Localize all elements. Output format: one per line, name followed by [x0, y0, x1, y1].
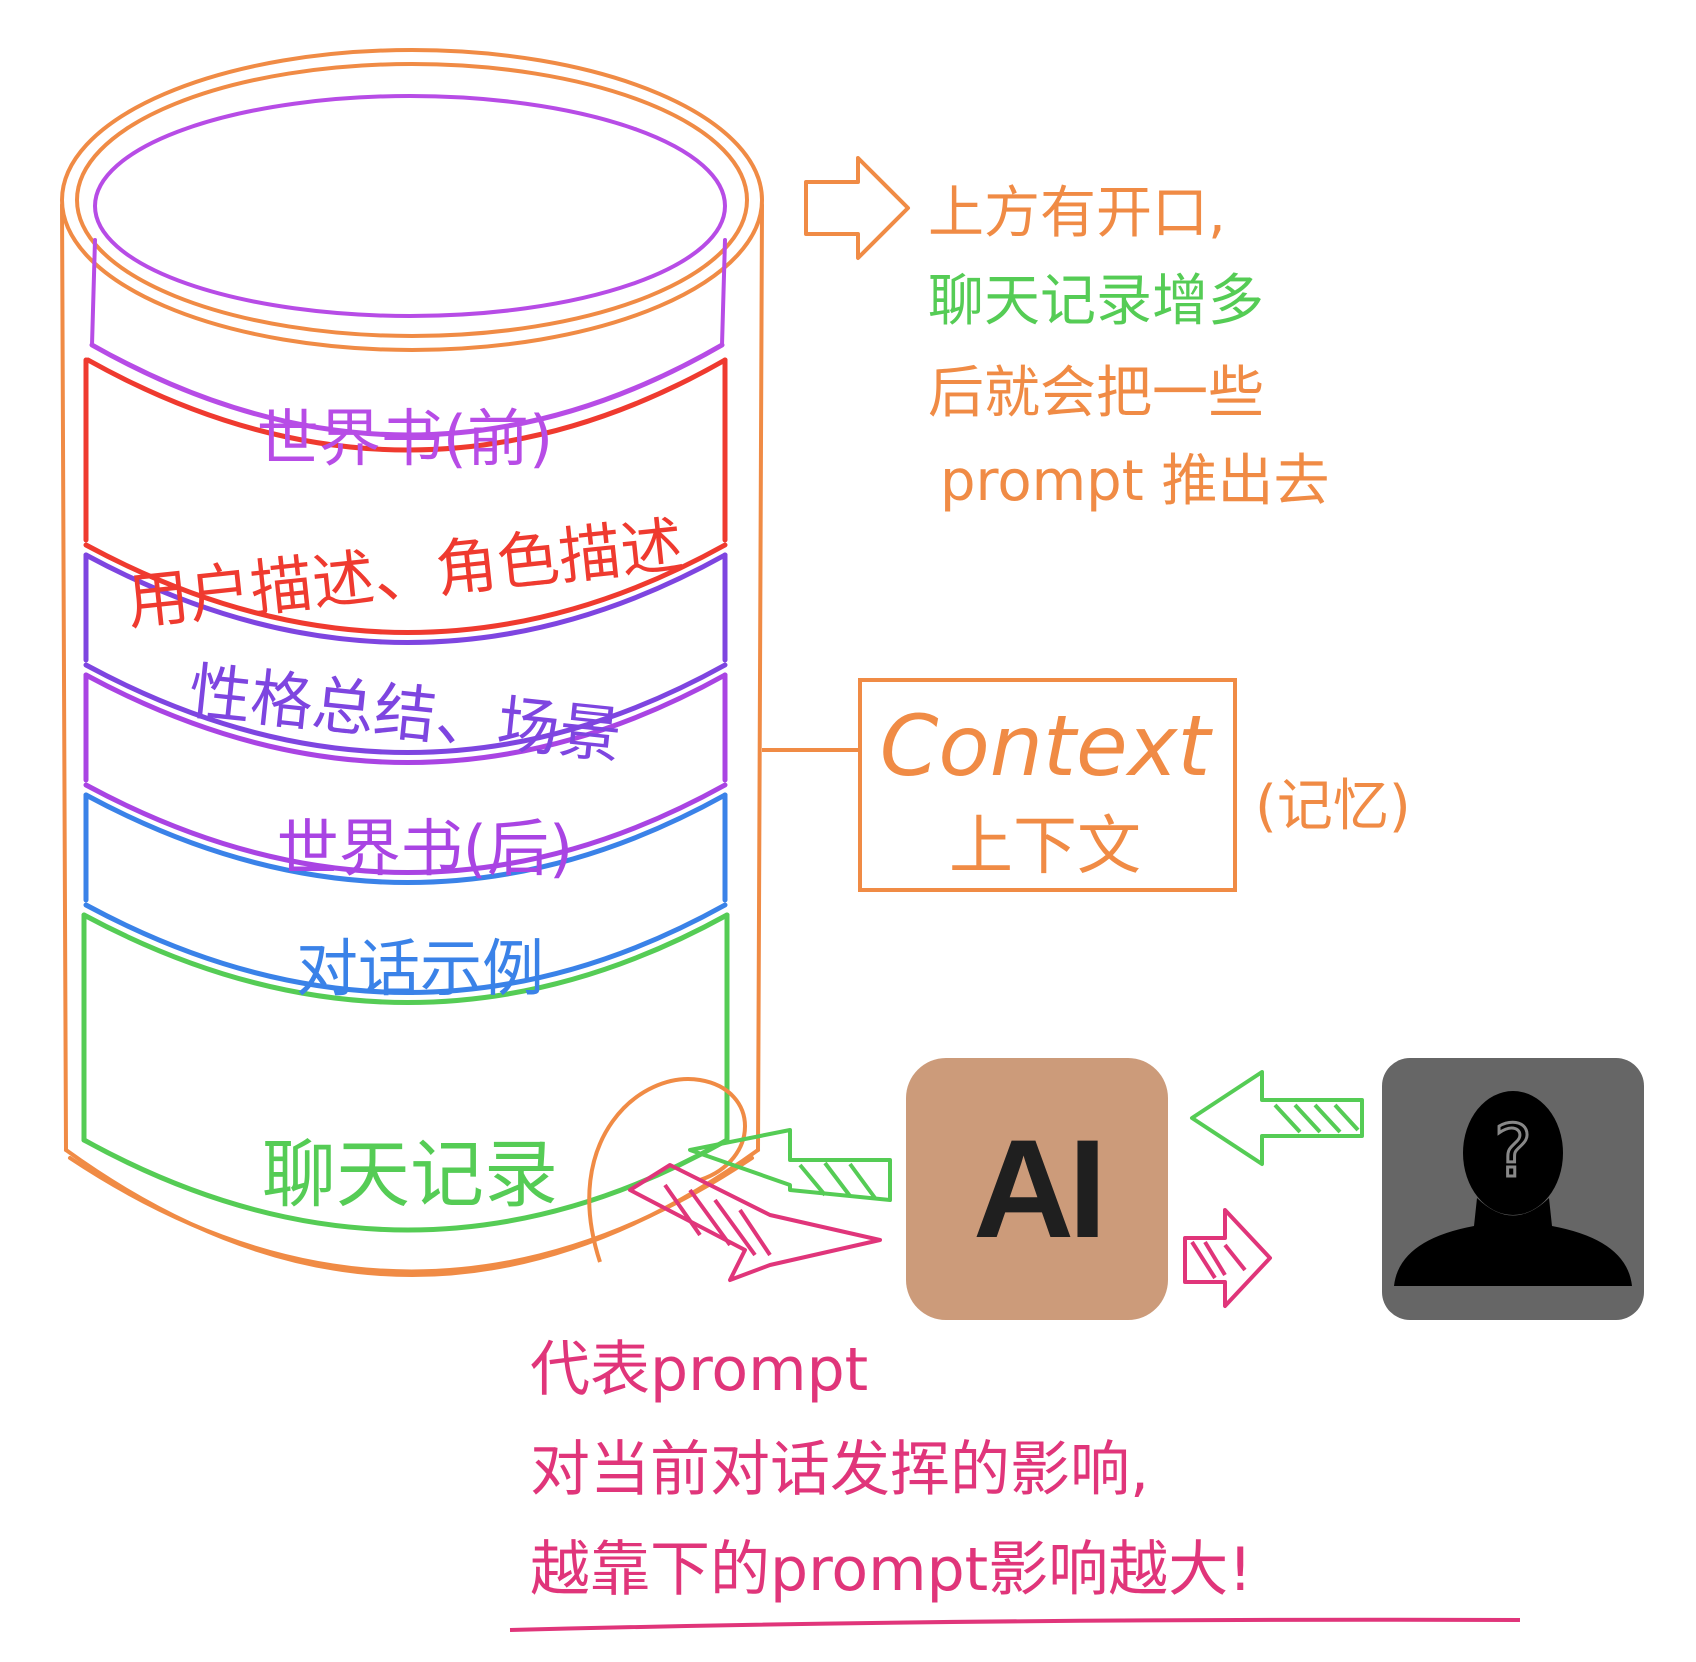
layer-label-chat-history: 聊天记录 [262, 1132, 558, 1218]
context-box: Context 上下文 [858, 678, 1237, 892]
ai-logo-icon: AI [906, 1058, 1168, 1320]
note-bottom-line-1: 代表prompt [530, 1335, 868, 1405]
context-subtitle: 上下文 [949, 810, 1141, 884]
note-top-line-4: prompt 推出去 [940, 449, 1329, 514]
ai-to-cylinder-arrow-icon [688, 1128, 892, 1202]
layer-bands [81, 342, 730, 1233]
ai-logo-label: AI [973, 1110, 1107, 1267]
user-silhouette-icon: ? [1394, 1091, 1632, 1286]
cylinder-to-ai-arrow-icon [628, 1163, 882, 1282]
context-memory-label: (记忆) [1255, 774, 1411, 839]
influence-loop [587, 1077, 747, 1263]
cylinder-outline [60, 48, 764, 1277]
note-top-line-2: 聊天记录增多 [928, 269, 1264, 334]
layer-label-dialogue-examples: 对话示例 [296, 932, 544, 1005]
unknown-person-icon: ? [1382, 1058, 1644, 1320]
layer-label-user-char-desc: 用户描述、角色描述 [124, 508, 687, 639]
user-to-ai-arrow-icon [1190, 1070, 1364, 1166]
layer-label-worldbook-front: 世界书(前) [257, 402, 553, 475]
right-arrow-icon [804, 156, 910, 260]
opening-rim [90, 94, 727, 347]
question-mark-glyph: ? [1494, 1109, 1532, 1193]
note-bottom-line-2: 对当前对话发挥的影响, [530, 1435, 1149, 1505]
layer-label-worldbook-back: 世界书(后) [277, 812, 573, 885]
note-bottom-line-3: 越靠下的prompt影响越大! [530, 1535, 1252, 1605]
note-top-line-1: 上方有开口, [928, 181, 1226, 246]
note-bottom-underline [509, 1617, 1521, 1632]
context-title: Context [880, 697, 1214, 795]
ai-to-user-arrow-icon [1183, 1208, 1272, 1308]
note-top-line-3: 后就会把一些 [928, 361, 1264, 426]
